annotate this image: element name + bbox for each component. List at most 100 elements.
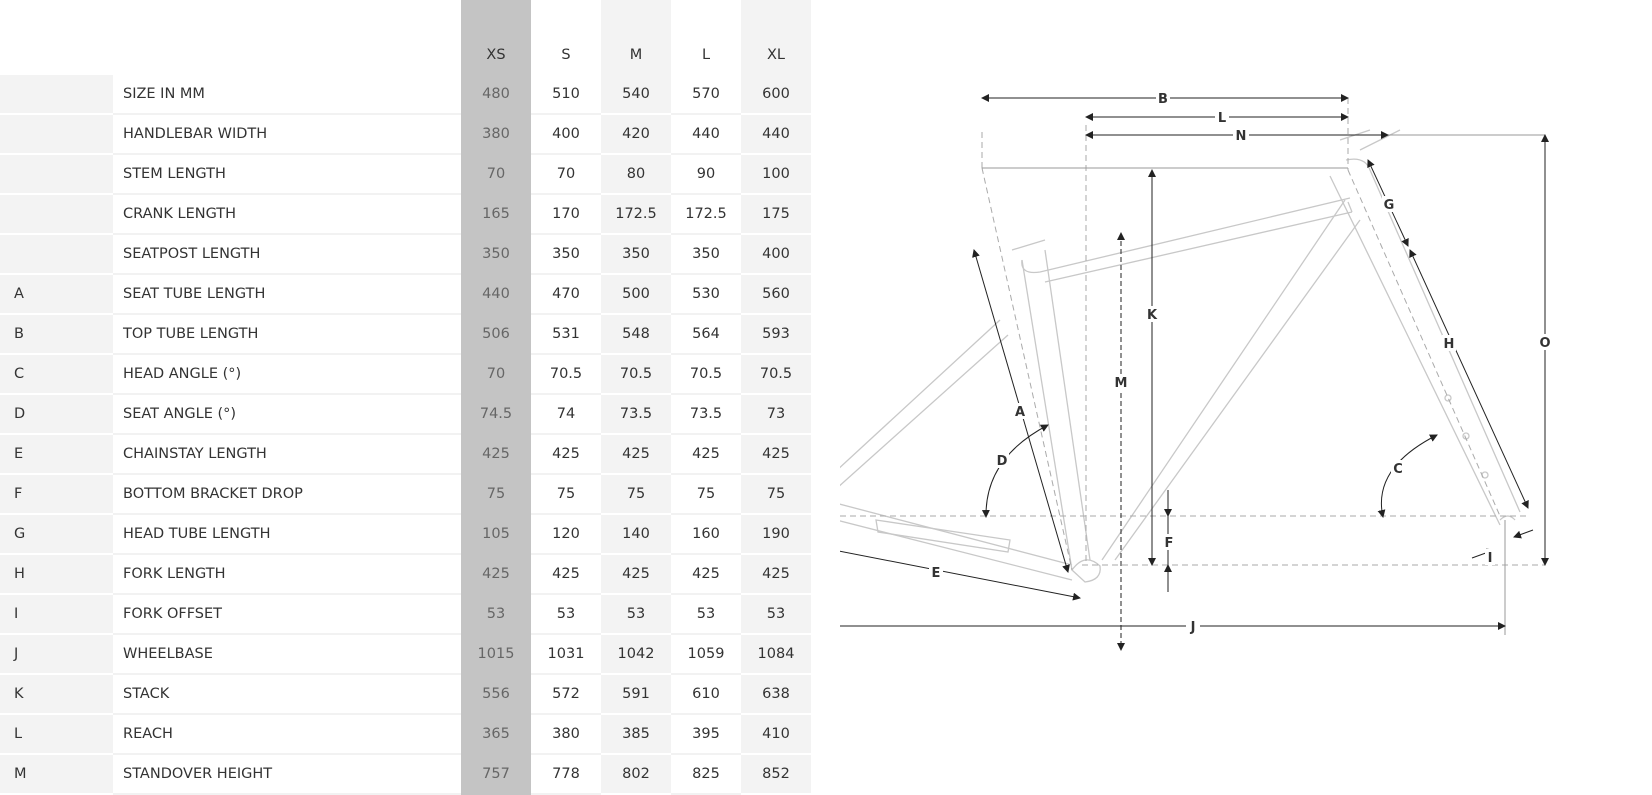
value-cell-s: 425 (531, 554, 601, 595)
value-cell-xs: 165 (461, 194, 531, 235)
value-cell-l: 530 (671, 274, 741, 315)
dimension-letter: M (0, 754, 113, 795)
value-cell-m: 591 (601, 674, 671, 715)
label-o: O (1539, 336, 1550, 351)
measurement-label: HANDLEBAR WIDTH (113, 114, 461, 155)
label-m: M (1115, 376, 1128, 391)
value-cell-xl: 190 (741, 514, 811, 555)
size-header-s: S (561, 47, 571, 63)
value-cell-l: 425 (671, 554, 741, 595)
value-cell-s: 350 (531, 234, 601, 275)
value-cell-xs: 425 (461, 554, 531, 595)
value-cell-s: 70 (531, 154, 601, 195)
value-cell-m: 73.5 (601, 394, 671, 435)
value-cell-l: 73.5 (671, 394, 741, 435)
measurement-label: FORK LENGTH (113, 554, 461, 595)
value-cell-s: 74 (531, 394, 601, 435)
measurement-label: WHEELBASE (113, 634, 461, 675)
value-cell-xs: 380 (461, 114, 531, 155)
value-cell-xl: 410 (741, 714, 811, 755)
value-cell-xl: 425 (741, 434, 811, 475)
value-cell-s: 170 (531, 194, 601, 235)
value-cell-xl: 560 (741, 274, 811, 315)
value-cell-xs: 506 (461, 314, 531, 355)
value-cell-s: 1031 (531, 634, 601, 675)
value-cell-xs: 350 (461, 234, 531, 275)
value-cell-m: 172.5 (601, 194, 671, 235)
dimension-letter: K (0, 674, 113, 715)
label-f: F (1165, 536, 1174, 551)
value-cell-xl: 638 (741, 674, 811, 715)
label-j: J (1190, 620, 1196, 635)
dimension-letter (0, 75, 113, 115)
value-cell-l: 825 (671, 754, 741, 795)
value-cell-xs: 105 (461, 514, 531, 555)
value-cell-xl: 1084 (741, 634, 811, 675)
dim-e-line (840, 542, 1081, 601)
value-cell-l: 90 (671, 154, 741, 195)
label-b: B (1158, 92, 1168, 107)
value-cell-l: 610 (671, 674, 741, 715)
value-cell-l: 53 (671, 594, 741, 635)
measurement-label: HEAD ANGLE (°) (113, 354, 461, 395)
value-cell-m: 425 (601, 554, 671, 595)
value-cell-xl: 425 (741, 554, 811, 595)
value-cell-xs: 74.5 (461, 394, 531, 435)
measurement-label: SEATPOST LENGTH (113, 234, 461, 275)
dimension-letter: C (0, 354, 113, 395)
value-cell-xl: 852 (741, 754, 811, 795)
value-cell-m: 53 (601, 594, 671, 635)
label-l: L (1218, 111, 1226, 126)
value-cell-m: 70.5 (601, 354, 671, 395)
frame-geometry-diagram: B L N O K M A G H D C E F I J (840, 90, 1552, 651)
value-cell-s: 470 (531, 274, 601, 315)
size-header-l: L (701, 47, 711, 63)
dimension-labels: B L N O K M A G H D C E F I J (929, 90, 1552, 635)
value-cell-xs: 556 (461, 674, 531, 715)
measurement-label: STEM LENGTH (113, 154, 461, 195)
value-cell-xs: 440 (461, 274, 531, 315)
measurement-label: SEAT ANGLE (°) (113, 394, 461, 435)
value-cell-s: 400 (531, 114, 601, 155)
value-cell-xs: 365 (461, 714, 531, 755)
value-cell-xl: 175 (741, 194, 811, 235)
value-cell-l: 160 (671, 514, 741, 555)
value-cell-xs: 480 (461, 75, 531, 115)
measurement-label: TOP TUBE LENGTH (113, 314, 461, 355)
value-cell-l: 564 (671, 314, 741, 355)
header-blank (113, 0, 461, 75)
label-k: K (1147, 308, 1158, 323)
value-cell-m: 500 (601, 274, 671, 315)
dimension-letter: E (0, 434, 113, 475)
value-cell-m: 350 (601, 234, 671, 275)
value-cell-xl: 73 (741, 394, 811, 435)
value-cell-l: 75 (671, 474, 741, 515)
value-cell-xl: 70.5 (741, 354, 811, 395)
value-cell-s: 425 (531, 434, 601, 475)
dimension-letter: I (0, 594, 113, 635)
dimension-letter: J (0, 634, 113, 675)
value-cell-xl: 400 (741, 234, 811, 275)
value-cell-l: 425 (671, 434, 741, 475)
value-cell-xs: 70 (461, 354, 531, 395)
size-header-m: M (601, 0, 671, 75)
measurement-label: SIZE IN MM (113, 75, 461, 115)
value-cell-xs: 757 (461, 754, 531, 795)
label-a: A (1015, 405, 1025, 420)
label-e: E (932, 566, 941, 581)
label-n: N (1236, 129, 1247, 144)
value-cell-m: 75 (601, 474, 671, 515)
label-h: H (1444, 337, 1455, 352)
value-cell-s: 120 (531, 514, 601, 555)
dimension-letter (0, 194, 113, 235)
